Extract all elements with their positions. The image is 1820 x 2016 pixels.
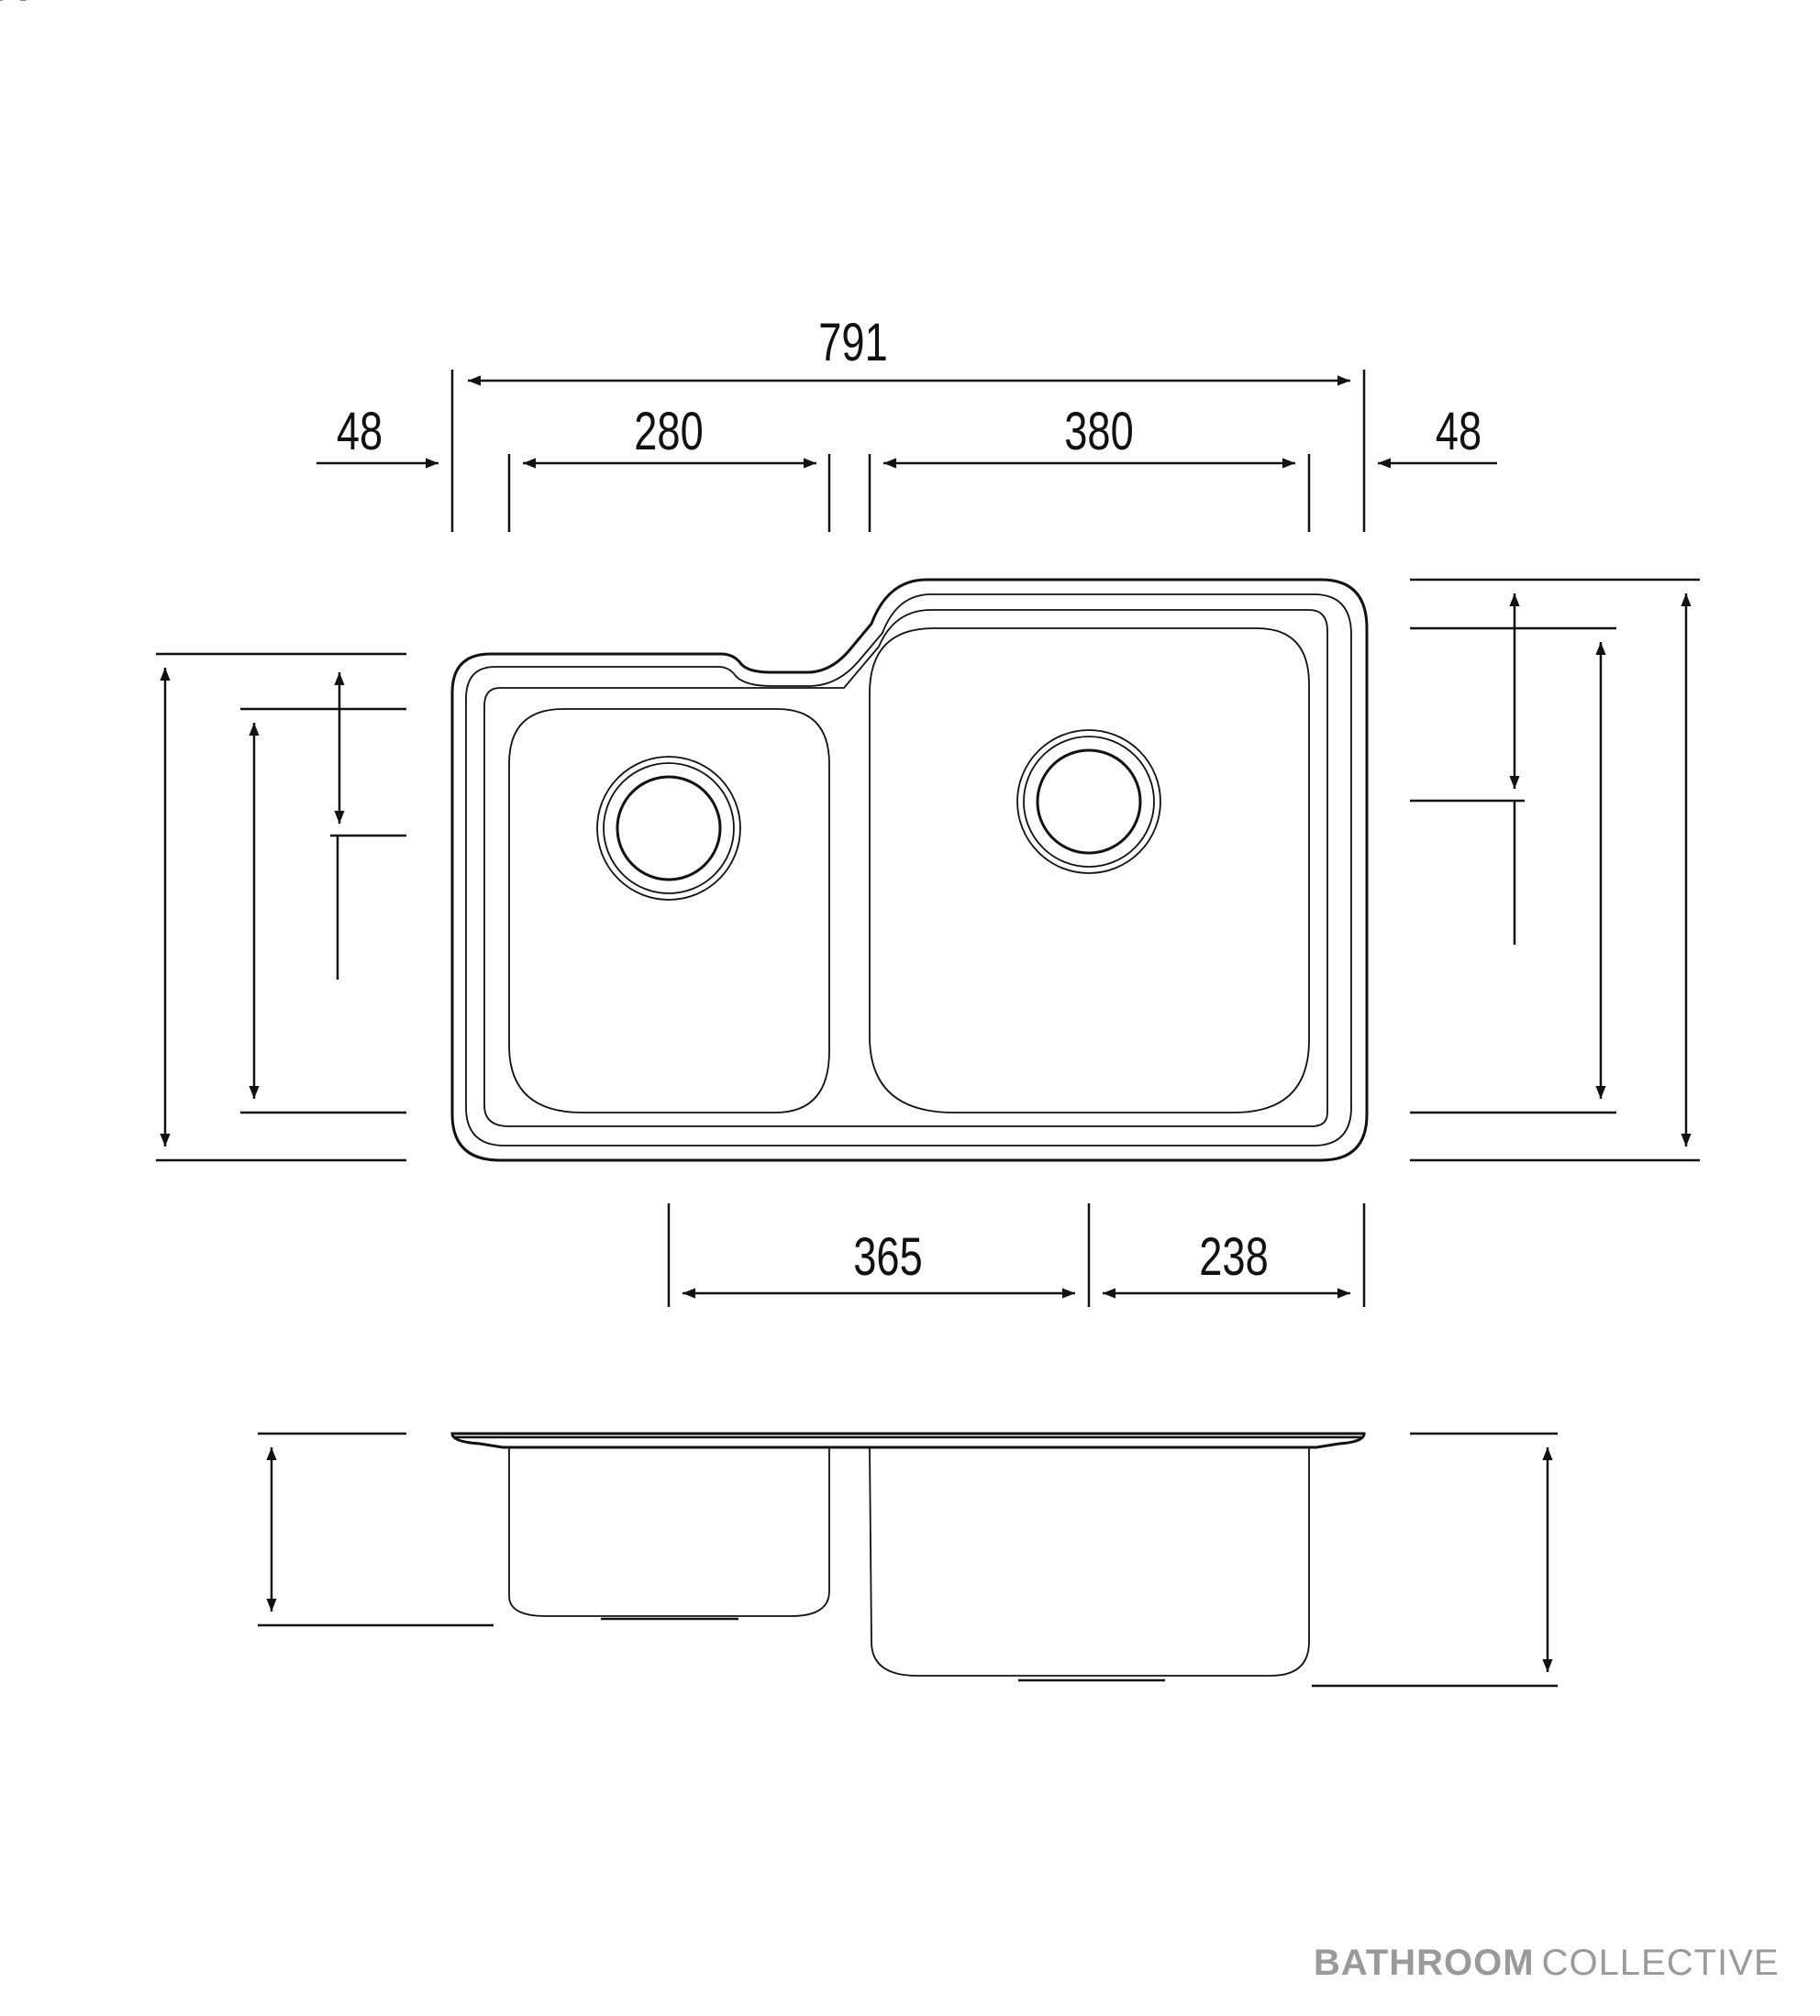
dim-label-48-right: 48 bbox=[1436, 403, 1482, 462]
large-bowl-outline bbox=[869, 627, 1310, 1113]
small-bowl-outline bbox=[508, 708, 830, 1113]
dim-label-280: 280 bbox=[634, 403, 703, 462]
dim-label-441: 441 bbox=[0, 0, 35, 12]
dim-label-168: 168 bbox=[0, 0, 35, 12]
side-view-large-bowl bbox=[869, 1446, 1310, 1677]
sink-top-view bbox=[450, 578, 1369, 1162]
top-dimensions: 791 48 280 380 48 bbox=[316, 314, 1497, 532]
dim-label-238: 238 bbox=[1199, 1228, 1268, 1288]
left-dimensions: 441 350 158 bbox=[0, 0, 406, 1162]
dim-label-365: 365 bbox=[853, 1228, 922, 1288]
brand-name-bold: BATHROOM bbox=[1314, 1943, 1535, 1983]
sink-deck-line bbox=[483, 609, 1328, 1127]
dim-label-506: 506 bbox=[0, 0, 35, 12]
dim-label-420: 420 bbox=[0, 0, 35, 12]
dim-label-158: 158 bbox=[0, 0, 35, 12]
side-view-small-bowl bbox=[508, 1447, 830, 1617]
bottom-dimensions: 365 238 bbox=[667, 1203, 1366, 1307]
dim-label-791: 791 bbox=[818, 314, 887, 373]
sink-side-view bbox=[450, 1432, 1366, 1682]
right-dimensions: 193 420 506 bbox=[0, 0, 1700, 1162]
sink-outer-rim bbox=[450, 578, 1369, 1162]
dim-label-48-left: 48 bbox=[337, 403, 383, 462]
dim-label-218: 218 bbox=[0, 0, 35, 12]
small-bowl-waste bbox=[596, 756, 741, 901]
dim-label-380: 380 bbox=[1064, 403, 1133, 462]
side-view-dimensions: 168 218 bbox=[0, 0, 1558, 1688]
side-view-flange bbox=[450, 1432, 1366, 1449]
sink-rim-inner-line bbox=[465, 593, 1352, 1146]
dim-label-350: 350 bbox=[0, 0, 35, 12]
dim-label-193: 193 bbox=[0, 0, 35, 12]
large-bowl-waste bbox=[1016, 729, 1161, 874]
brand-name-light: COLLECTIVE bbox=[1541, 1943, 1780, 1983]
